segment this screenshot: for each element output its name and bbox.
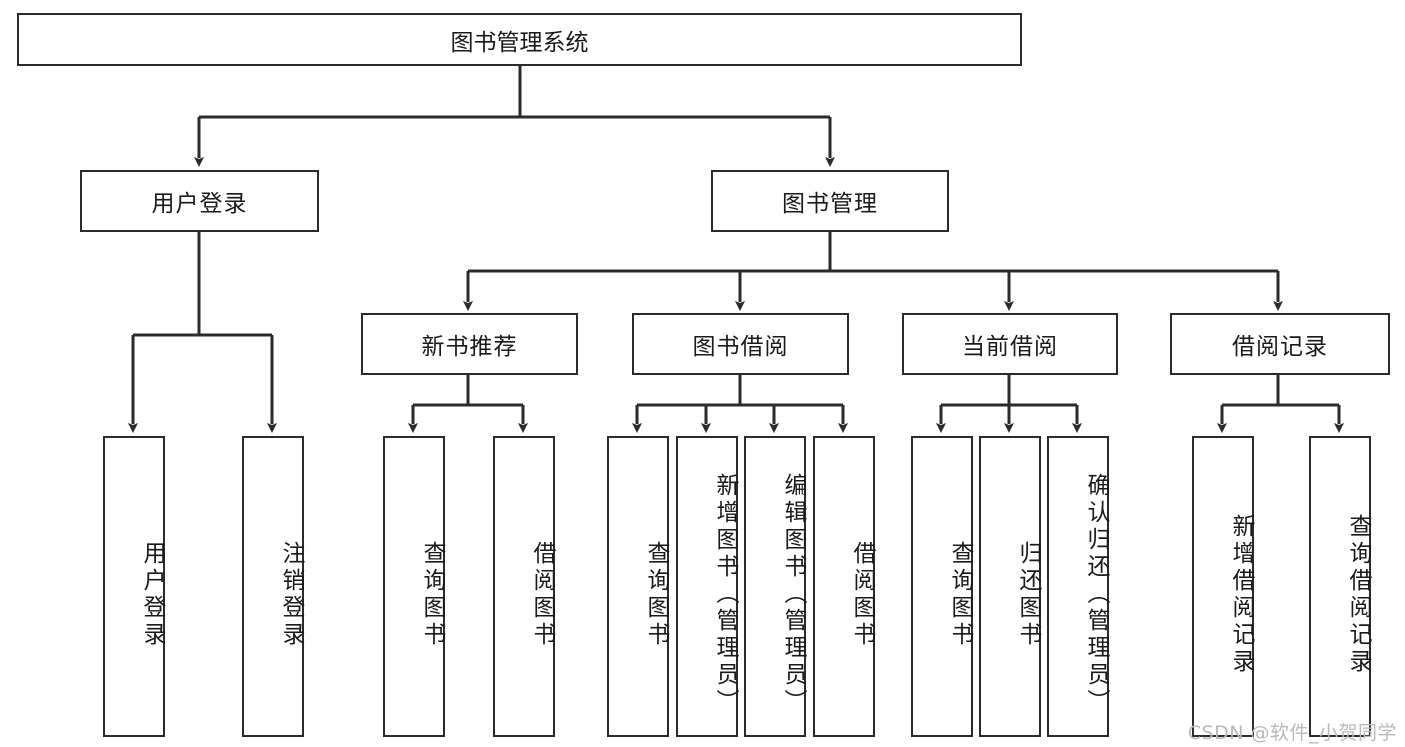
leaf-add-borrow-record[interactable]: 新增借阅记录: [1192, 436, 1254, 737]
node-book-management[interactable]: 图书管理: [711, 170, 949, 232]
watermark: CSDN @软件_小贺同学: [1187, 722, 1397, 744]
node-label: 查询借阅记录: [1345, 513, 1371, 676]
leaf-query-book-current[interactable]: 查询图书: [911, 436, 973, 737]
node-label: 借阅图书: [529, 540, 555, 649]
node-label: 编辑图书（管理员）: [780, 473, 806, 716]
node-label: 新书推荐: [421, 334, 518, 360]
leaf-confirm-return-admin[interactable]: 确认归还（管理员）: [1047, 436, 1109, 737]
node-label: 用户登录: [139, 540, 165, 649]
leaf-return-book[interactable]: 归还图书: [979, 436, 1041, 737]
leaf-query-book-borrow[interactable]: 查询图书: [607, 436, 669, 737]
node-label: 图书管理系统: [450, 29, 589, 56]
node-current-borrow[interactable]: 当前借阅: [902, 313, 1118, 375]
node-label: 查询图书: [643, 540, 669, 649]
node-borrow-record[interactable]: 借阅记录: [1170, 313, 1390, 375]
leaf-query-book-recommend[interactable]: 查询图书: [383, 436, 445, 737]
node-label: 借阅记录: [1232, 334, 1328, 360]
node-label: 借阅图书: [849, 540, 875, 649]
leaf-borrow-book-recommend[interactable]: 借阅图书: [493, 436, 555, 737]
leaf-user-login[interactable]: 用户登录: [103, 436, 165, 737]
node-label: 查询图书: [947, 540, 973, 649]
node-label: 新增借阅记录: [1228, 513, 1254, 676]
leaf-edit-book-admin[interactable]: 编辑图书（管理员）: [744, 436, 806, 737]
node-label: 图书借阅: [692, 334, 789, 360]
node-root-system[interactable]: 图书管理系统: [17, 13, 1022, 66]
leaf-user-logout[interactable]: 注销登录: [242, 436, 304, 737]
node-label: 确认归还（管理员）: [1083, 473, 1109, 716]
leaf-query-borrow-record[interactable]: 查询借阅记录: [1309, 436, 1371, 737]
leaf-borrow-book[interactable]: 借阅图书: [813, 436, 875, 737]
node-user-login[interactable]: 用户登录: [80, 170, 319, 232]
node-label: 当前借阅: [962, 334, 1058, 360]
node-book-borrow[interactable]: 图书借阅: [632, 313, 849, 375]
node-label: 新增图书（管理员）: [712, 473, 738, 716]
node-label: 查询图书: [419, 540, 445, 649]
node-label: 图书管理: [782, 191, 878, 217]
leaf-add-book-admin[interactable]: 新增图书（管理员）: [676, 436, 738, 737]
node-new-book-recommend[interactable]: 新书推荐: [361, 313, 578, 375]
node-label: 注销登录: [278, 540, 304, 649]
node-label: 归还图书: [1015, 540, 1041, 649]
node-label: 用户登录: [151, 191, 248, 217]
